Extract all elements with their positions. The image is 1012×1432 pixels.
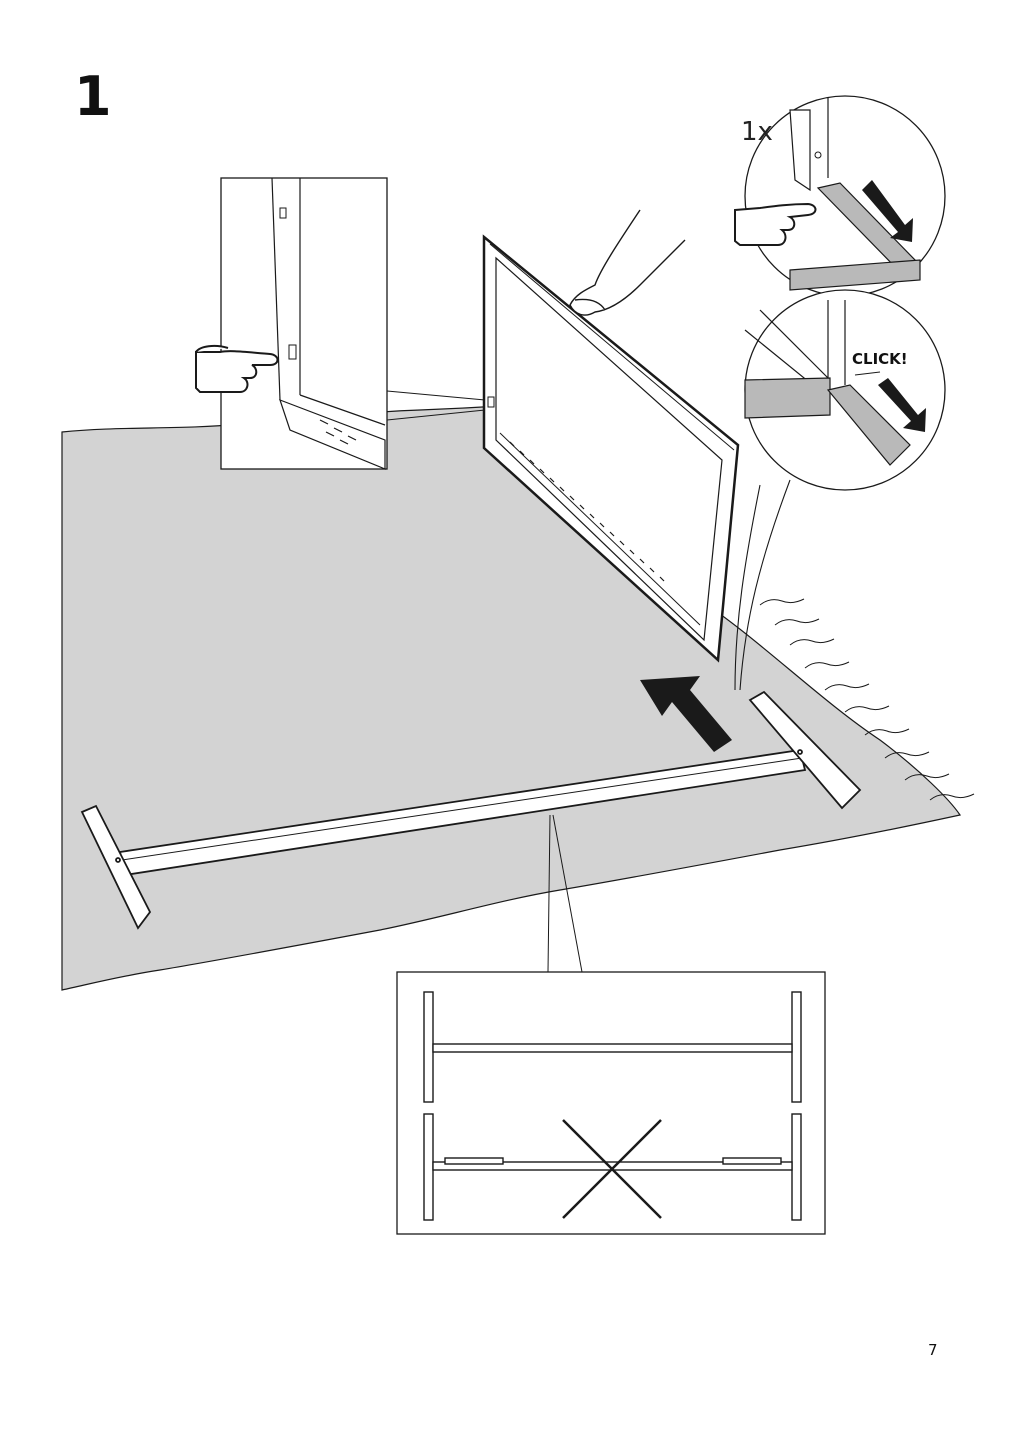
click-label: CLICK! bbox=[852, 350, 908, 368]
detail-circle-click bbox=[744, 289, 946, 491]
quantity-label: 1x bbox=[741, 117, 773, 147]
wrong-cross-icon bbox=[562, 1119, 662, 1219]
rug-texture bbox=[759, 598, 975, 801]
push-arrow-icon bbox=[862, 180, 913, 242]
push-arrow-icon bbox=[640, 676, 732, 752]
page-number: 7 bbox=[928, 1341, 938, 1359]
pointing-hand-icon bbox=[734, 202, 817, 246]
holding-hand bbox=[569, 209, 686, 316]
wrong-frame bbox=[423, 1113, 802, 1221]
push-arrow-icon bbox=[878, 378, 926, 432]
detail-box-left bbox=[220, 177, 486, 470]
detail-box-bottom bbox=[396, 814, 826, 1235]
step-number: 1 bbox=[74, 65, 112, 128]
callout-tail bbox=[734, 479, 791, 691]
pointing-hand-icon bbox=[195, 344, 279, 393]
floor-rug bbox=[61, 401, 961, 991]
headboard-frame bbox=[482, 234, 740, 663]
detail-circle-top bbox=[744, 95, 946, 297]
slat-holes bbox=[509, 441, 665, 582]
correct-frame bbox=[423, 991, 802, 1103]
base-frame bbox=[80, 690, 862, 930]
